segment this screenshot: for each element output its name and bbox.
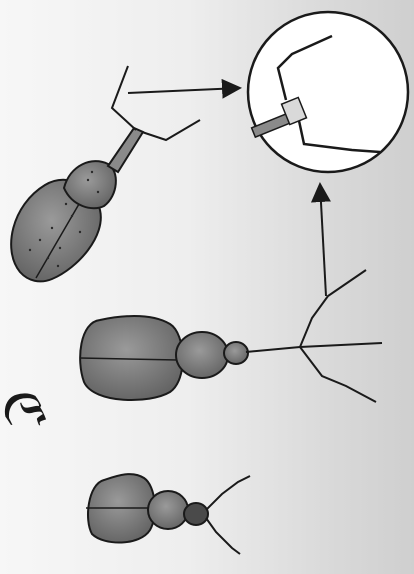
small-beetle-pronotum: [148, 491, 188, 529]
small-beetle: [86, 474, 250, 554]
arrow-to-detail-from-middle-beetle: [320, 184, 326, 296]
weevil-beetle: [11, 66, 200, 281]
antenna-detail-circle: [248, 12, 408, 172]
arrow-to-detail-from-weevil: [128, 88, 240, 93]
weevil-rostrum: [108, 128, 143, 172]
elongate-beetle-antennae: [246, 270, 382, 402]
elongate-beetle-head: [224, 342, 248, 364]
small-beetle-antennae: [206, 476, 250, 554]
weevil-antennae: [112, 66, 200, 140]
elongate-beetle: [80, 270, 382, 402]
elongate-beetle-pronotum: [176, 332, 228, 378]
small-beetle-head: [184, 503, 208, 525]
edge-script-glyph: ℭ: [0, 390, 56, 428]
